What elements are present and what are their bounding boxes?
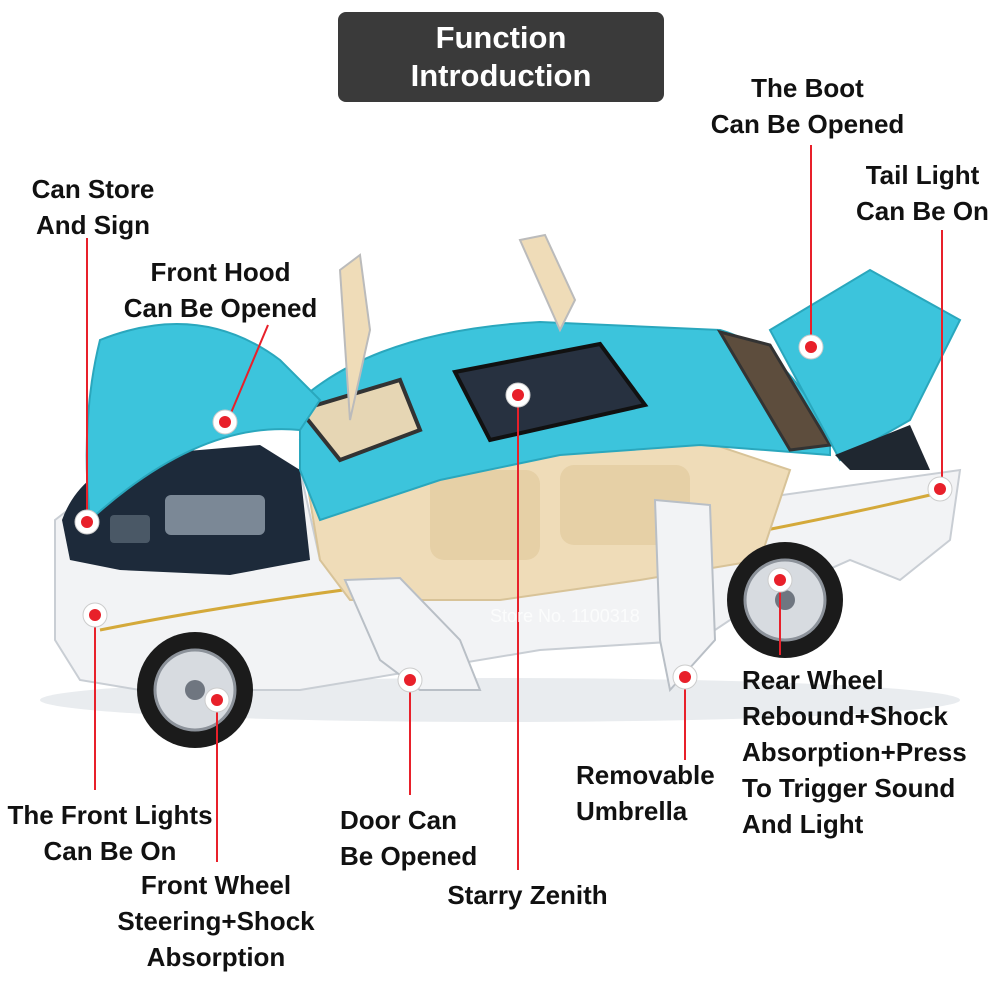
- marker-starry: [505, 382, 531, 408]
- upper-door-right: [518, 233, 577, 333]
- label-umbrella-line-1: Removable: [576, 760, 715, 790]
- label-front-wheel-line-3: Absorption: [146, 942, 286, 972]
- label-umbrella-line-2: Umbrella: [576, 796, 688, 826]
- leader-lines: [86, 145, 943, 870]
- label-rear-wheel-line-4: To Trigger Sound: [742, 773, 956, 803]
- markers: [74, 334, 953, 713]
- label-rear-wheel-line-1: Rear Wheel: [742, 665, 884, 695]
- marker-door: [397, 667, 423, 693]
- label-front-lights-line-1: The Front Lights: [7, 800, 213, 830]
- marker-tail-light: [927, 476, 953, 502]
- label-front-wheel: Front Wheel Steering+Shock Absorption: [100, 867, 332, 975]
- label-tail-light: Tail Light Can Be On: [845, 157, 1000, 229]
- leader-line-front-hood: [227, 324, 269, 421]
- label-boot: The Boot Can Be Opened: [695, 70, 920, 142]
- marker-boot: [798, 334, 824, 360]
- label-tail-light-line-1: Tail Light: [865, 160, 980, 190]
- boot-interior: [835, 425, 930, 470]
- windshield: [296, 377, 423, 463]
- label-starry-line-1: Starry Zenith: [447, 880, 608, 910]
- label-umbrella: Removable Umbrella: [576, 757, 736, 829]
- boot-lid: [768, 268, 962, 462]
- label-tail-light-line-2: Can Be On: [856, 196, 989, 226]
- marker-umbrella: [672, 664, 698, 690]
- label-front-hood-line-2: Can Be Opened: [123, 293, 318, 323]
- label-door-line-2: Be Opened: [340, 841, 478, 871]
- label-front-wheel-line-2: Steering+Shock: [117, 906, 315, 936]
- label-rear-wheel-line-2: Rebound+Shock: [742, 701, 948, 731]
- marker-front-lights: [82, 602, 108, 628]
- label-rear-wheel: Rear Wheel Rebound+Shock Absorption+Pres…: [742, 662, 1000, 842]
- front-hub: [185, 680, 205, 700]
- rear-hub: [775, 590, 795, 610]
- label-starry: Starry Zenith: [430, 877, 625, 913]
- label-front-lights: The Front Lights Can Be On: [0, 797, 220, 869]
- label-front-wheel-line-1: Front Wheel: [140, 870, 292, 900]
- rear-window: [716, 329, 833, 452]
- label-front-lights-line-2: Can Be On: [43, 836, 177, 866]
- rear-door: [653, 498, 717, 693]
- label-store-sign-line-1: Can Store: [31, 174, 155, 204]
- label-boot-line-1: The Boot: [751, 73, 864, 103]
- label-door: Door Can Be Opened: [340, 802, 510, 874]
- label-boot-line-2: Can Be Opened: [710, 109, 905, 139]
- front-door: [343, 576, 482, 691]
- marker-front-wheel: [204, 687, 230, 713]
- label-store-sign-line-2: And Sign: [35, 210, 151, 240]
- label-front-hood: Front Hood Can Be Opened: [108, 254, 333, 326]
- title-line-2: Introduction: [410, 58, 592, 93]
- engine-part: [110, 515, 150, 543]
- label-door-line-1: Door Can: [340, 805, 457, 835]
- marker-store-sign: [74, 509, 100, 535]
- watermark-text: Store No. 1100318: [490, 606, 640, 626]
- label-rear-wheel-line-3: Absorption+Press: [742, 737, 967, 767]
- title-line-1: Function: [435, 20, 567, 55]
- label-store-sign: Can Store And Sign: [18, 171, 168, 243]
- marker-rear-wheel: [767, 567, 793, 593]
- label-rear-wheel-line-5: And Light: [742, 809, 864, 839]
- marker-front-hood: [212, 409, 238, 435]
- engine-block: [165, 495, 265, 535]
- starry-sunroof: [452, 341, 649, 443]
- label-front-hood-line-1: Front Hood: [150, 257, 291, 287]
- front-seat: [430, 470, 540, 560]
- title-banner: Function Introduction: [338, 12, 664, 102]
- upper-door-left: [338, 253, 372, 421]
